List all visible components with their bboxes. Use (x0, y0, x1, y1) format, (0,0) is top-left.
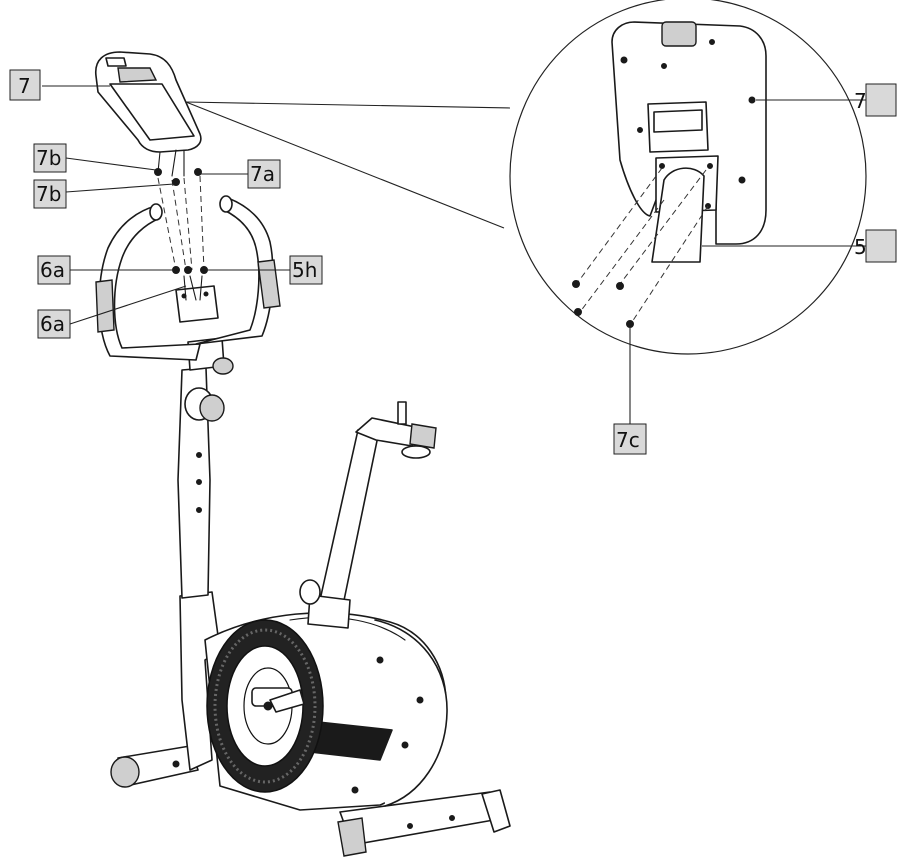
callout-5-detail: 5 (854, 229, 897, 263)
callout-6a-lower-text: 6a (40, 312, 65, 336)
callout-7c-detail: 7c (613, 423, 647, 455)
callout-7a: 7a (247, 159, 281, 189)
callout-7b-lower: 7b (33, 179, 67, 209)
callout-7-console-text: 7 (18, 74, 31, 98)
callout-6a-lower: 6a (37, 309, 71, 339)
flywheel (206, 619, 324, 793)
screw-7a (194, 168, 202, 176)
callout-5h: 5h (289, 255, 323, 285)
callout-5-detail-text: 5 (854, 235, 867, 259)
console-cables (157, 149, 205, 301)
callout-7b-upper-text: 7b (36, 146, 61, 170)
callout-5h-text: 5h (292, 258, 317, 282)
screws-7b (154, 168, 180, 186)
seat-post (299, 401, 437, 629)
callout-7-console: 7 (9, 69, 41, 101)
detail-view (185, 0, 867, 355)
handlebar (95, 195, 281, 361)
front-stabilizer (337, 789, 511, 857)
rear-stabilizer (110, 745, 199, 788)
callout-7b-lower-text: 7b (36, 182, 61, 206)
handlebar-post (177, 337, 234, 599)
console (95, 51, 202, 153)
callout-6a-upper-text: 6a (40, 258, 65, 282)
callout-6a-upper: 6a (37, 255, 71, 285)
callout-7c-detail-text: 7c (616, 428, 640, 452)
callout-7-detail-text: 7 (854, 89, 867, 113)
screws-6a (172, 266, 208, 274)
callout-7-detail: 7 (854, 83, 897, 117)
callout-7a-text: 7a (250, 162, 275, 186)
callout-7b-upper: 7b (33, 143, 67, 173)
